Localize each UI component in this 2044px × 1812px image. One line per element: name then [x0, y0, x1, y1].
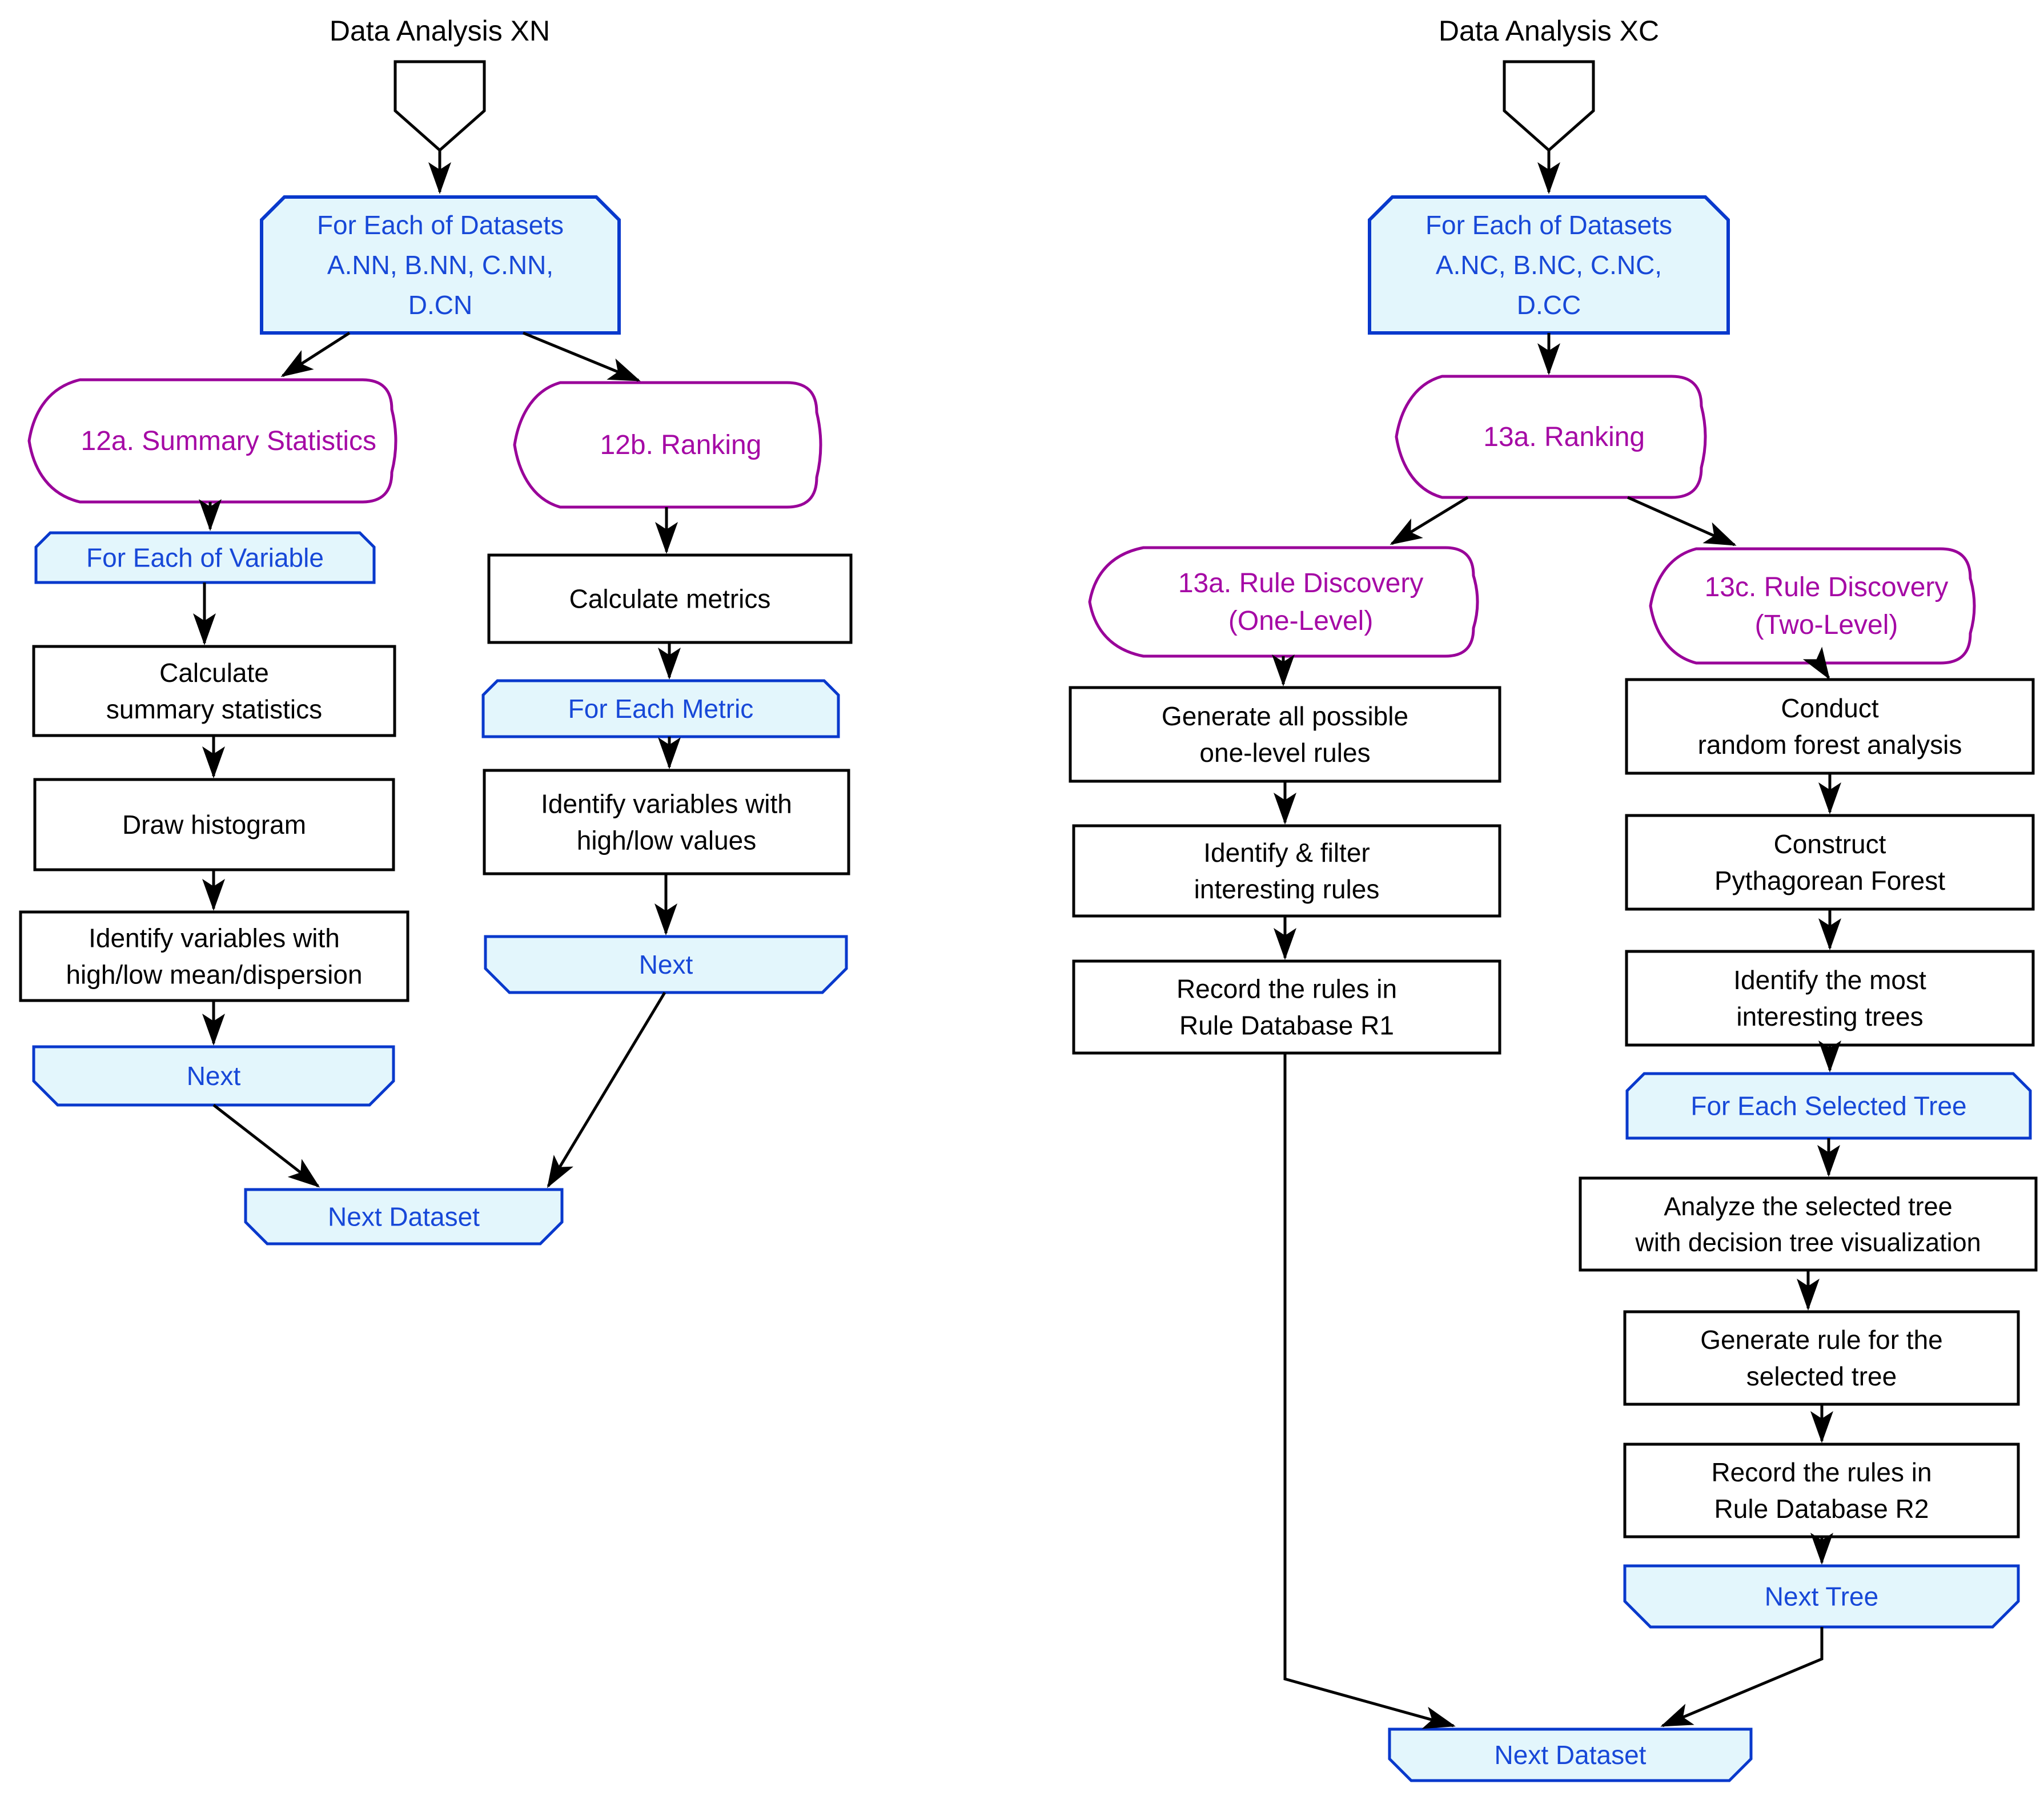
xc-edge-2: [1390, 496, 1469, 545]
xc-node-foreach-selected-tree: For Each Selected Tree: [1625, 1072, 2032, 1140]
xn-node-calculate-metrics: Calculate metrics: [487, 553, 853, 644]
node-label: 13a. Ranking: [1483, 422, 1645, 452]
xc-chart-title: Data Analysis XC: [1439, 15, 1659, 47]
xn-node-foreach-variable: For Each of Variable: [34, 531, 376, 584]
xn-node-summary-statistics: 12a. Summary Statistics: [27, 378, 397, 504]
xc-node-offpage-connector: [1503, 60, 1595, 152]
xn-edge-8: [212, 1104, 320, 1188]
node-label: For Each Selected Tree: [1690, 1091, 1966, 1121]
xn-node-ranking: 12b. Ranking: [513, 381, 822, 509]
node-label: Next Tree: [1765, 1582, 1878, 1612]
xc-node-next-tree: Next Tree: [1623, 1564, 2020, 1629]
node-label: 12b. Ranking: [600, 430, 762, 460]
node-label: For Each of Variable: [86, 543, 324, 573]
xc-node-rule-discovery-one-level: 13a. Rule Discovery(One-Level): [1088, 546, 1479, 658]
xc-edge-3: [1627, 496, 1737, 547]
node-label: Next: [639, 950, 693, 979]
node-label: 13a. Rule Discovery(One-Level): [1178, 568, 1424, 636]
node-label: Draw histogram: [122, 810, 306, 839]
xc-edge-7: [1283, 1053, 1456, 1729]
xn-node-next-metric: Next: [484, 935, 848, 994]
node-label: Next Dataset: [1495, 1740, 1647, 1770]
xn-node-next-variable: Next: [32, 1045, 395, 1107]
node-label: Calculate metrics: [569, 584, 771, 614]
xn-chart-title: Data Analysis XN: [330, 15, 550, 47]
xn-node-offpage-connector: [393, 60, 486, 152]
xc-edge-16: [1660, 1627, 1824, 1727]
xn-node-next-dataset: Next Dataset: [244, 1188, 564, 1246]
node-label: 12a. Summary Statistics: [81, 426, 377, 456]
xn-edge-2: [523, 331, 641, 382]
xc-node-ranking: 13a. Ranking: [1395, 375, 1707, 499]
node-label: For Each Metric: [568, 694, 754, 724]
xn-node-draw-histogram: Draw histogram: [33, 778, 395, 871]
node-label: Next Dataset: [328, 1202, 480, 1232]
off-page-connector-icon: [393, 60, 486, 152]
xc-edge-8: [1802, 646, 1830, 680]
node-label: 13c. Rule Discovery(Two-Level): [1705, 572, 1949, 640]
node-label: Next: [187, 1061, 241, 1091]
xc-node-rule-discovery-two-level: 13c. Rule Discovery(Two-Level): [1649, 547, 1976, 665]
xc-node-next-dataset: Next Dataset: [1388, 1727, 1753, 1782]
xn-edge-13: [547, 991, 666, 1188]
xn-edge-1: [280, 331, 351, 377]
off-page-connector-icon: [1503, 60, 1595, 152]
xn-node-foreach-metric: For Each Metric: [481, 679, 840, 738]
